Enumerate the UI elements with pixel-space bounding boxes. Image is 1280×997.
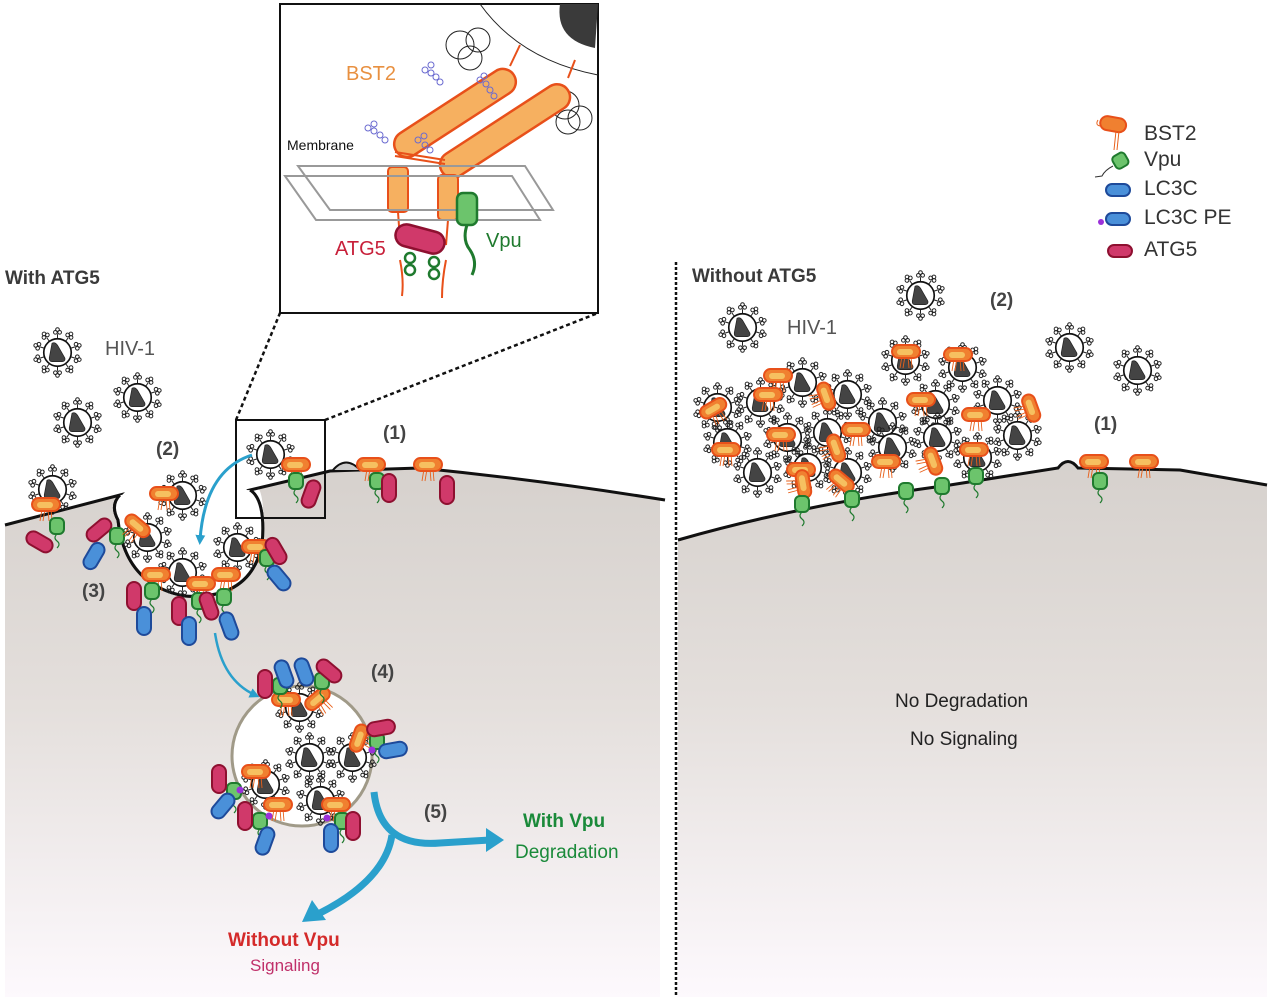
trafficking-arrow xyxy=(213,632,260,698)
atg5-protein xyxy=(439,475,455,505)
vpu-icon xyxy=(1094,151,1130,178)
right-panel-title: Without ATG5 xyxy=(692,266,817,287)
hiv-virion xyxy=(113,373,163,423)
bst2-protein xyxy=(871,454,901,479)
inset-bst2-label: BST2 xyxy=(346,63,397,85)
budding-virion xyxy=(332,461,361,471)
hiv-virion xyxy=(1113,346,1163,396)
legend-label-bst2: BST2 xyxy=(1144,122,1197,145)
atg5-protein xyxy=(237,801,253,831)
legend xyxy=(1094,115,1133,258)
hiv-virion xyxy=(733,448,783,498)
zoom-region-box xyxy=(235,419,326,519)
inset-vpu-label: Vpu xyxy=(486,230,522,252)
bst2-icon xyxy=(1096,115,1128,151)
left-step-4: (4) xyxy=(371,662,395,683)
zoom-connector-line xyxy=(234,312,282,421)
zoom-connector-line xyxy=(324,311,599,422)
atg5-protein xyxy=(126,581,142,611)
left-step-2: (2) xyxy=(156,439,180,460)
hiv-virion xyxy=(736,378,786,428)
atg5-protein xyxy=(211,764,227,794)
degradation-arrowhead xyxy=(486,828,504,852)
bst2-protein xyxy=(711,442,741,467)
glycan-chains xyxy=(364,61,498,154)
lc3c-protein xyxy=(136,606,152,636)
pe-lipid-anchor xyxy=(368,746,376,754)
hiv-virion xyxy=(881,336,931,386)
left-panel xyxy=(4,311,666,997)
outcome-with-vpu-subtitle: Degradation xyxy=(515,842,619,863)
left-step-5: (5) xyxy=(424,802,448,823)
left-step-3: (3) xyxy=(82,581,106,602)
right-step-2: (2) xyxy=(990,290,1014,311)
signaling-arrow xyxy=(318,834,396,917)
lc3c-pe-icon xyxy=(1098,212,1131,226)
bst2-inset xyxy=(279,3,599,314)
lc3c-pe-protein xyxy=(323,823,339,853)
right-panel xyxy=(677,271,1268,997)
pe-lipid-anchor xyxy=(236,786,244,794)
right-plasma-membrane xyxy=(677,460,1268,542)
bst2-protein xyxy=(961,407,991,432)
legend-label-vpu: Vpu xyxy=(1144,148,1182,171)
pe-lipid-anchor xyxy=(323,814,331,822)
outcome-with-vpu-title: With Vpu xyxy=(523,811,606,832)
atg5-protein xyxy=(345,811,361,841)
hiv-virion xyxy=(1045,323,1095,373)
bst2-dimer xyxy=(387,44,576,299)
right-cell-cytoplasm xyxy=(678,461,1267,997)
left-step-1: (1) xyxy=(383,423,407,444)
degradation-arrow xyxy=(370,791,491,847)
legend-label-lc3c: LC3C xyxy=(1144,177,1198,200)
hiv-virion xyxy=(896,271,946,321)
hiv-virion xyxy=(718,303,768,353)
inset-atg5 xyxy=(394,223,446,255)
inset-membrane-label: Membrane xyxy=(287,137,354,153)
outcome-without-vpu-title: Without Vpu xyxy=(228,930,340,951)
inset-vpu xyxy=(455,191,479,227)
lc3c-icon xyxy=(1105,183,1131,197)
signaling-arrowhead xyxy=(302,900,326,922)
pe-lipid-anchor xyxy=(265,812,273,820)
hiv-virion xyxy=(53,398,103,448)
hiv-virion xyxy=(33,328,83,378)
legend-label-atg5: ATG5 xyxy=(1144,238,1198,261)
outcome-without-vpu-subtitle: Signaling xyxy=(250,956,320,975)
internalization-arrow xyxy=(195,453,253,545)
membrane-plane xyxy=(296,165,555,211)
atg5-icon xyxy=(1107,244,1133,258)
atg5-protein xyxy=(381,473,397,503)
right-hiv-label: HIV-1 xyxy=(787,317,838,339)
inset-atg5-label: ATG5 xyxy=(335,238,386,260)
legend-label-lc3c-pe: LC3C PE xyxy=(1144,206,1232,229)
right-step-1: (1) xyxy=(1094,414,1118,435)
atg5-protein xyxy=(257,669,273,699)
right-outcome-no-degradation: No Degradation xyxy=(895,691,1029,712)
left-hiv-label: HIV-1 xyxy=(105,338,156,360)
right-outcome-no-signaling: No Signaling xyxy=(910,729,1018,750)
left-panel-title: With ATG5 xyxy=(5,268,100,289)
lc3c-protein xyxy=(181,616,197,646)
